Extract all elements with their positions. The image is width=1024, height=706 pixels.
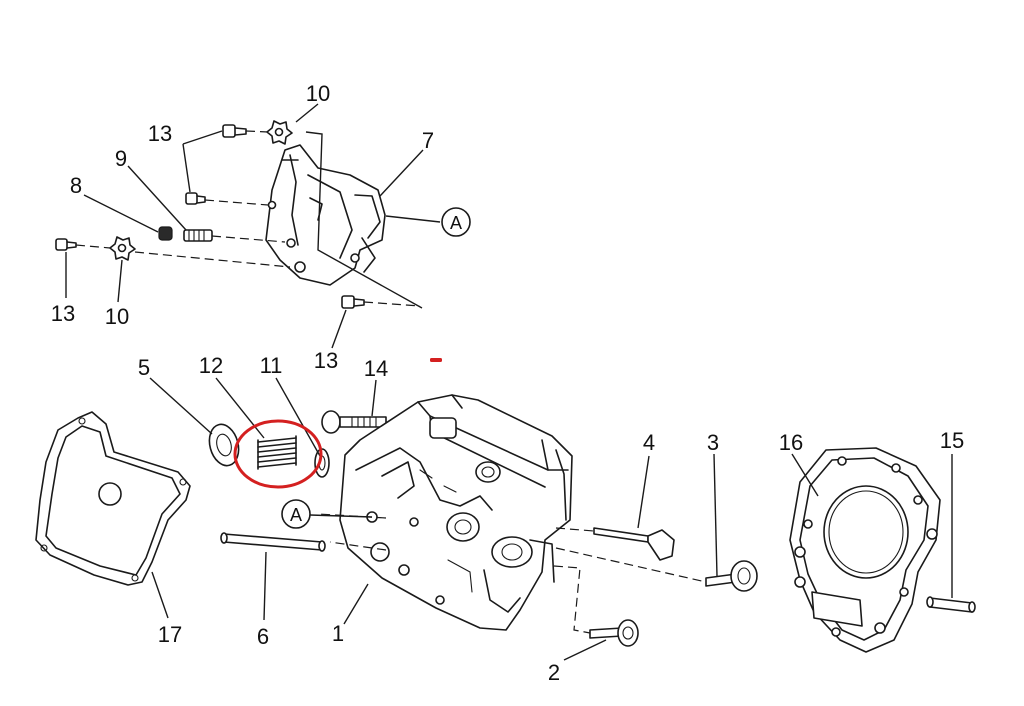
label-part-16: 16 [779,430,803,455]
label-part-8: 8 [70,173,82,198]
label-part-14: 14 [364,356,388,381]
label-part-12: 12 [199,353,223,378]
bolt-left-part-13 [55,238,77,251]
valve-part-2 [553,565,639,647]
valve-part-3 [555,547,758,592]
label-part-13-top: 13 [148,121,172,146]
label-part-5: 5 [138,355,150,380]
label-part-15: 15 [940,428,964,453]
svg-text:A: A [450,213,462,233]
head-bolt-part-14 [321,410,441,434]
label-part-4: 4 [643,430,655,455]
callout-a-lower: A [281,499,311,529]
svg-text:A: A [290,505,302,525]
head-gasket-part-16 [789,447,941,653]
rocker-cover-gasket-part-17 [35,411,191,586]
bolt-bottom-part-13 [341,295,365,309]
cylinder-head-part-1 [317,394,573,631]
rocker-bracket-assembly [55,120,421,309]
red-mark [430,358,442,362]
adjusting-screw-part-9 [183,229,213,242]
label-part-13-left: 13 [51,301,75,326]
label-part-10-top: 10 [306,81,330,106]
star-nut-top-part-10 [266,120,293,145]
label-part-9: 9 [115,146,127,171]
valve-spring-part-12 [257,435,297,470]
label-part-2: 2 [548,660,560,685]
spring-highlight-ellipse [233,419,323,489]
label-part-7: 7 [422,128,434,153]
push-rod-part-6 [220,532,326,552]
label-part-17: 17 [158,622,182,647]
leader-lines [65,103,953,661]
label-part-6: 6 [257,624,269,649]
star-nut-left-part-10 [109,236,136,261]
dowel-pin-part-15 [926,596,976,613]
label-part-10-left: 10 [105,304,129,329]
bolt-top-part-13 [222,124,247,138]
callout-a-upper: A [441,207,471,237]
valve-part-4 [555,527,675,561]
bolt-second-part-13 [185,192,206,205]
label-part-13-bottom: 13 [314,348,338,373]
label-part-1: 1 [332,621,344,646]
nut-part-8 [158,226,173,241]
part-number-labels: 10 13 7 9 8 13 10 13 5 12 11 14 4 3 16 1… [51,81,964,685]
rocker-bracket-part-7 [265,144,386,286]
label-part-3: 3 [707,430,719,455]
highlight-circle [233,358,442,489]
label-part-11: 11 [260,353,283,378]
